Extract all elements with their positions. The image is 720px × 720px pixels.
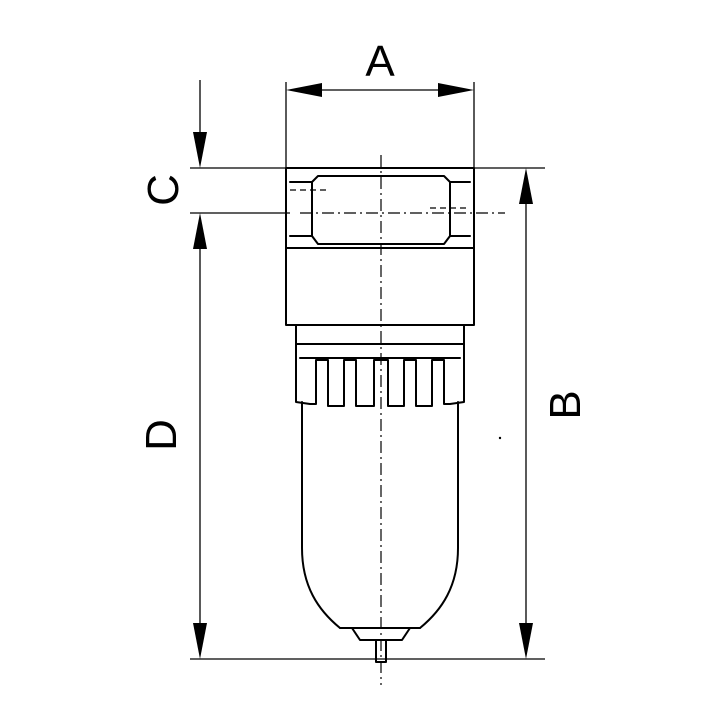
dimension-c-label: C bbox=[139, 174, 188, 206]
filter-bowl bbox=[301, 401, 459, 629]
dimension-b: B bbox=[519, 168, 590, 659]
port-boss bbox=[289, 175, 471, 245]
dimension-c: C bbox=[139, 80, 207, 249]
dimension-b-label: B bbox=[541, 390, 590, 419]
dimension-d-label: D bbox=[137, 419, 186, 451]
dimension-d: D bbox=[137, 245, 207, 659]
filter-body bbox=[285, 167, 475, 663]
dot-mark bbox=[498, 436, 502, 440]
dimension-a-label: A bbox=[365, 37, 395, 86]
dimension-a: A bbox=[286, 37, 474, 97]
head-neck bbox=[295, 324, 465, 345]
filter-head bbox=[285, 167, 475, 326]
bowl-guard bbox=[295, 343, 465, 407]
